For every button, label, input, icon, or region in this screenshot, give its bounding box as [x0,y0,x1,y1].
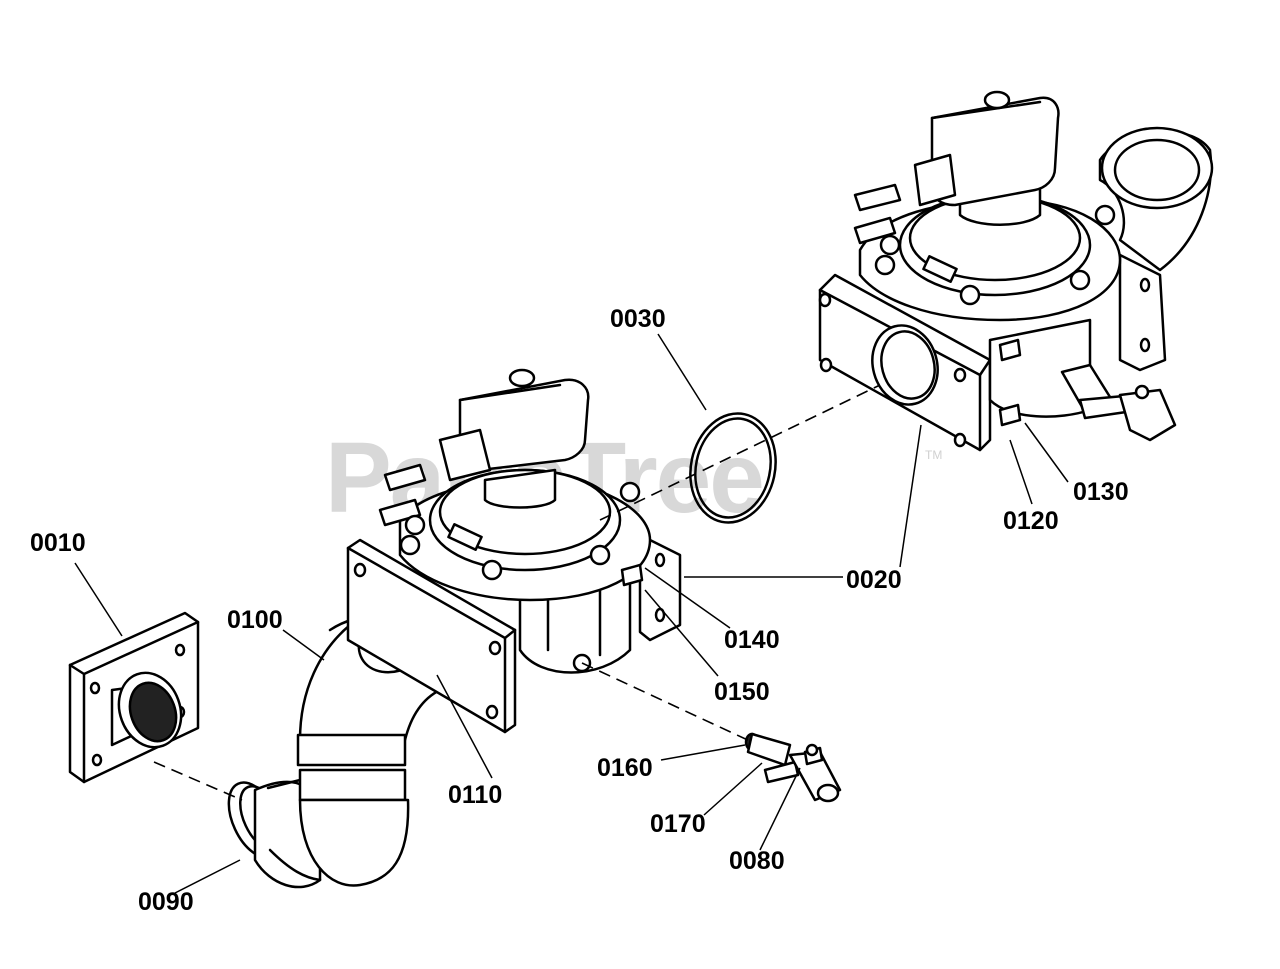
label-0130: 0130 [1073,478,1129,506]
left-valve-assembly [346,368,682,734]
label-0090: 0090 [138,888,194,916]
label-0160: 0160 [597,754,653,782]
right-valve-assembly [818,90,1214,452]
label-0110: 0110 [448,781,503,809]
label-0100: 0100 [227,606,283,634]
label-0170: 0170 [650,810,706,838]
label-0080: 0080 [729,847,785,875]
flange-plate-0010 [68,611,200,784]
drain-valve-0160-0170-0080 [744,732,842,803]
watermark-trademark: TM [925,448,943,462]
label-0030: 0030 [610,305,666,333]
alignment-lines [153,384,881,801]
label-0010: 0010 [30,529,86,557]
label-0020: 0020 [846,566,902,594]
leader-lines [74,333,1069,894]
label-0140: 0140 [724,626,780,654]
label-0150: 0150 [714,678,770,706]
o-ring-0030 [689,412,777,524]
label-0120: 0120 [1003,507,1059,535]
